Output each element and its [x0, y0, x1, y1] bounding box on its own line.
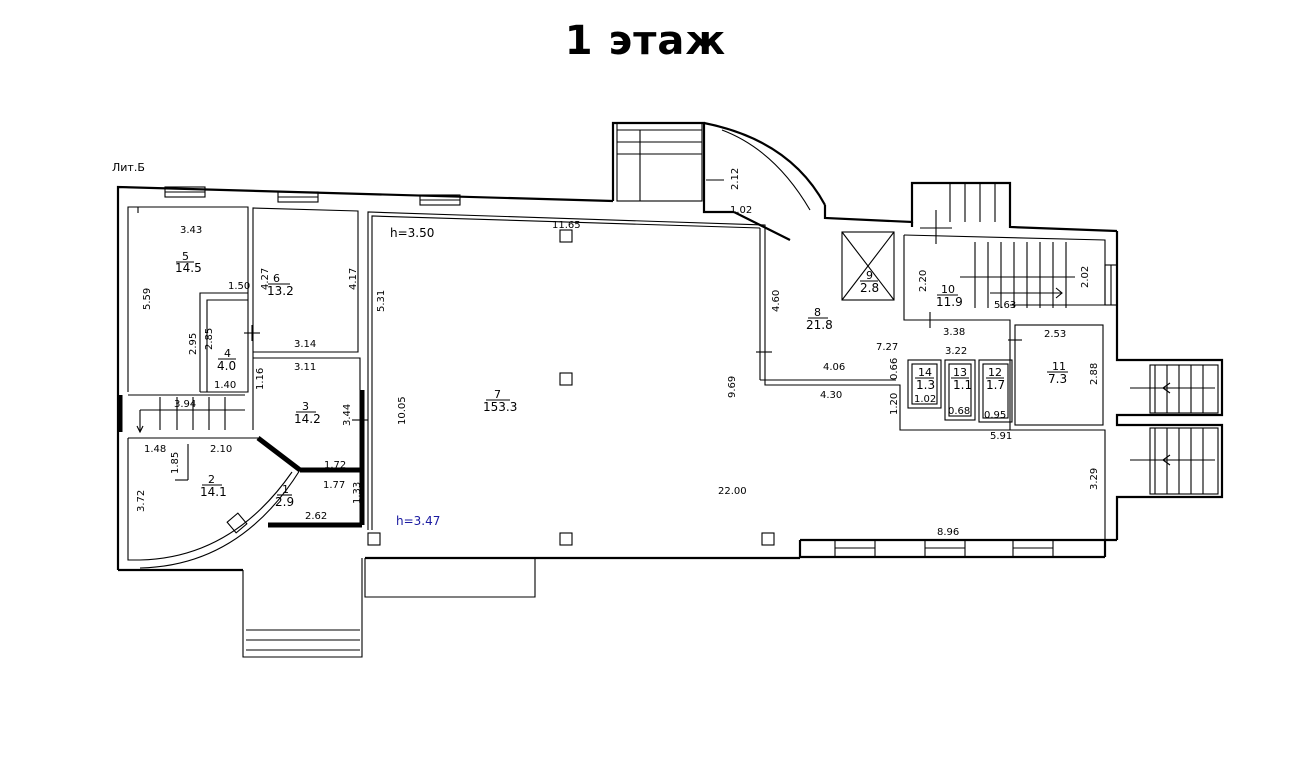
dimension-label: 4.27	[260, 268, 271, 290]
dimension-label: 5.59	[142, 288, 153, 310]
dimension-label: 0.68	[948, 406, 970, 417]
dimension-labels: 3.43 5.59 4.27 4.17 5.31 1.50 2.95 2.85 …	[136, 168, 1100, 538]
dimension-label: 7.27	[876, 342, 898, 353]
dimension-label: 2.85	[204, 328, 215, 350]
room-area: 14.2	[294, 412, 321, 426]
room-number: 10	[941, 283, 955, 296]
dimension-label: 2.10	[210, 444, 232, 455]
room-area: 21.8	[806, 318, 833, 332]
room-number: 14	[918, 366, 932, 379]
room-area: 1.3	[916, 378, 935, 392]
windows	[164, 186, 1118, 558]
dimension-label: 2.02	[1080, 266, 1091, 288]
dimension-label: 3.94	[174, 399, 196, 410]
dimension-label: 1.16	[255, 368, 266, 390]
dimension-label: 3.38	[943, 327, 965, 338]
room-area: 4.0	[217, 359, 236, 373]
outer-walls	[116, 121, 1224, 658]
room-area: 153.3	[483, 400, 517, 414]
dimension-label: 3.22	[945, 346, 967, 357]
room-number: 11	[1052, 360, 1066, 373]
room-number: 2	[208, 473, 215, 486]
room-area: 14.1	[200, 485, 227, 499]
room-number: 13	[953, 366, 967, 379]
dimension-label: 1.48	[144, 444, 166, 455]
room-area: 7.3	[1048, 372, 1067, 386]
interior-walls	[117, 179, 1106, 569]
dimension-label: 1.20	[889, 393, 900, 415]
dimension-label: 10.05	[397, 396, 408, 425]
room-area: 1.7	[986, 378, 1005, 392]
dimension-label: 4.30	[820, 390, 842, 401]
dimension-label: 1.72	[324, 460, 346, 471]
dimension-label: 5.91	[990, 431, 1012, 442]
height-mark-lobby: h=3.47	[396, 514, 440, 528]
dimension-label: 3.14	[294, 339, 316, 350]
dimension-label: 1.02	[914, 394, 936, 405]
dimension-label: 4.17	[348, 268, 359, 290]
room-area: 14.5	[175, 261, 202, 275]
stairs-room-10	[960, 242, 1075, 308]
height-mark-hall: h=3.50	[390, 226, 434, 240]
room-number: 1	[282, 483, 289, 496]
room-area: 2.9	[275, 495, 294, 509]
dimension-label: 2.12	[730, 168, 741, 190]
dimension-label: 11.65	[552, 220, 581, 231]
dimension-label: 2.88	[1089, 363, 1100, 385]
room-area: 13.2	[267, 284, 294, 298]
dimension-label: 1.50	[228, 281, 250, 292]
room-labels: 5 14.5 6 13.2 4 4.0 3 14.2 2 14.1 1 2.9 …	[175, 250, 1068, 509]
dimension-label: 5.31	[376, 290, 387, 312]
dimension-label: 1.40	[214, 380, 236, 391]
dimension-label: 3.72	[136, 490, 147, 512]
dimension-label: 0.95	[984, 410, 1006, 421]
dimension-label: 3.43	[180, 225, 202, 236]
external-stairs	[246, 122, 1219, 651]
dimension-label: 4.06	[823, 362, 845, 373]
room-number: 9	[866, 269, 873, 282]
dimension-label: 1.77	[323, 480, 345, 491]
dimension-label: 1.85	[170, 452, 181, 474]
dimension-label: 2.62	[305, 511, 327, 522]
dimension-label: 3.29	[1089, 468, 1100, 490]
room-number: 5	[182, 250, 189, 263]
page-title: 1 этаж	[564, 18, 727, 64]
room-number: 8	[814, 306, 821, 319]
room-number: 4	[224, 347, 231, 360]
dimension-label: 4.60	[771, 290, 782, 312]
dimension-label: 1.02	[730, 205, 752, 216]
dimension-label: 8.96	[937, 527, 959, 538]
dimension-label: 9.69	[727, 376, 738, 398]
dimension-label: 2.20	[918, 270, 929, 292]
room-number: 7	[494, 388, 501, 401]
building-label: Лит.Б	[112, 161, 145, 174]
dimension-label: 2.53	[1044, 329, 1066, 340]
room-number: 3	[302, 400, 309, 413]
dimension-label: 3.44	[342, 404, 353, 426]
dimension-label: 1.33	[352, 482, 363, 504]
dimension-label: 0.66	[889, 358, 900, 380]
dimension-label: 3.11	[294, 362, 316, 373]
room-area: 2.8	[860, 281, 879, 295]
room-area: 11.9	[936, 295, 963, 309]
room-area: 1.1	[953, 378, 972, 392]
dimension-label: 22.00	[718, 486, 747, 497]
room-number: 12	[988, 366, 1002, 379]
dimension-label: 5.63	[994, 300, 1016, 311]
dimension-label: 2.95	[188, 333, 199, 355]
stairs-left	[136, 397, 245, 434]
room-number: 6	[273, 272, 280, 285]
